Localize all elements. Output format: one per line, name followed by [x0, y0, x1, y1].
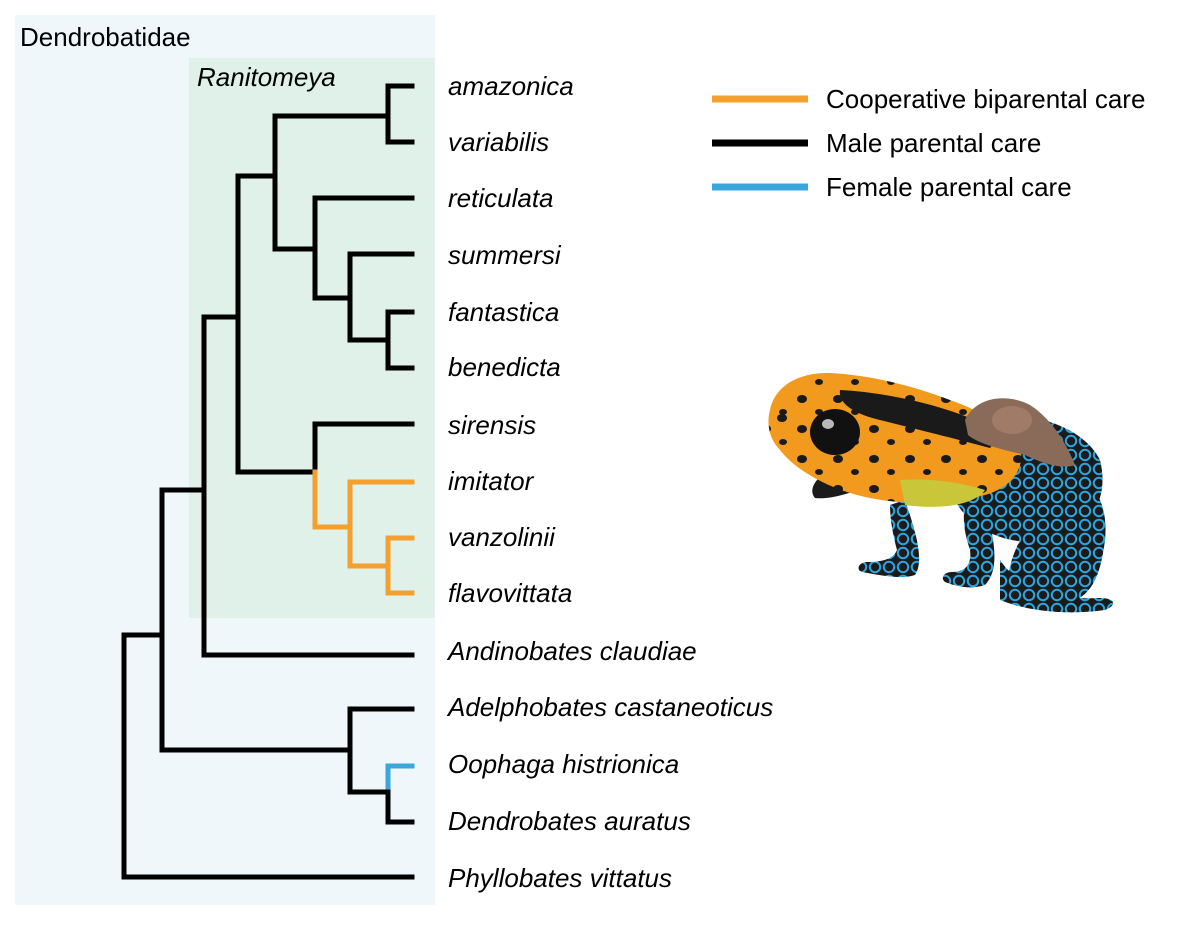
- tip-label: Phyllobates vittatus: [448, 863, 673, 893]
- tip-label: amazonica: [448, 71, 574, 101]
- legend-label-male: Male parental care: [826, 128, 1042, 158]
- tip-label: Adelphobates castaneoticus: [448, 692, 774, 722]
- family-label: Dendrobatidae: [20, 22, 191, 52]
- legend-label-female: Female parental care: [826, 172, 1072, 202]
- genus-label: Ranitomeya: [197, 62, 336, 92]
- tip-label: summersi: [448, 240, 561, 270]
- tip-label: sirensis: [448, 410, 537, 440]
- tip-label: Andinobates claudiae: [448, 636, 697, 666]
- legend-label-cooperative: Cooperative biparental care: [826, 84, 1146, 114]
- ranitomeya-panel: [189, 58, 435, 618]
- frog-icon: [768, 372, 1114, 613]
- tip-label: variabilis: [448, 127, 550, 157]
- tip-label: reticulata: [448, 183, 554, 213]
- tip-label: Dendrobates auratus: [448, 806, 691, 836]
- tip-label: fantastica: [448, 297, 560, 327]
- tip-label: Oophaga histrionica: [448, 749, 680, 779]
- tip-label: imitator: [448, 466, 534, 496]
- tip-label: flavovittata: [448, 578, 573, 608]
- tip-label: vanzolinii: [448, 522, 555, 552]
- tip-label: benedicta: [448, 352, 561, 382]
